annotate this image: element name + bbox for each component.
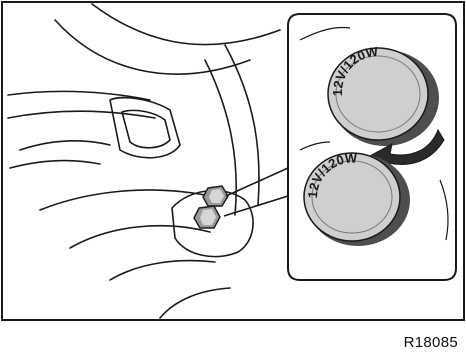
center-console-drawing [8, 4, 280, 318]
figure-reference-code: R18085 [404, 334, 458, 351]
power-outlet-icon [194, 206, 220, 228]
power-outlet-icon [203, 186, 228, 206]
callout-lines [224, 168, 288, 216]
